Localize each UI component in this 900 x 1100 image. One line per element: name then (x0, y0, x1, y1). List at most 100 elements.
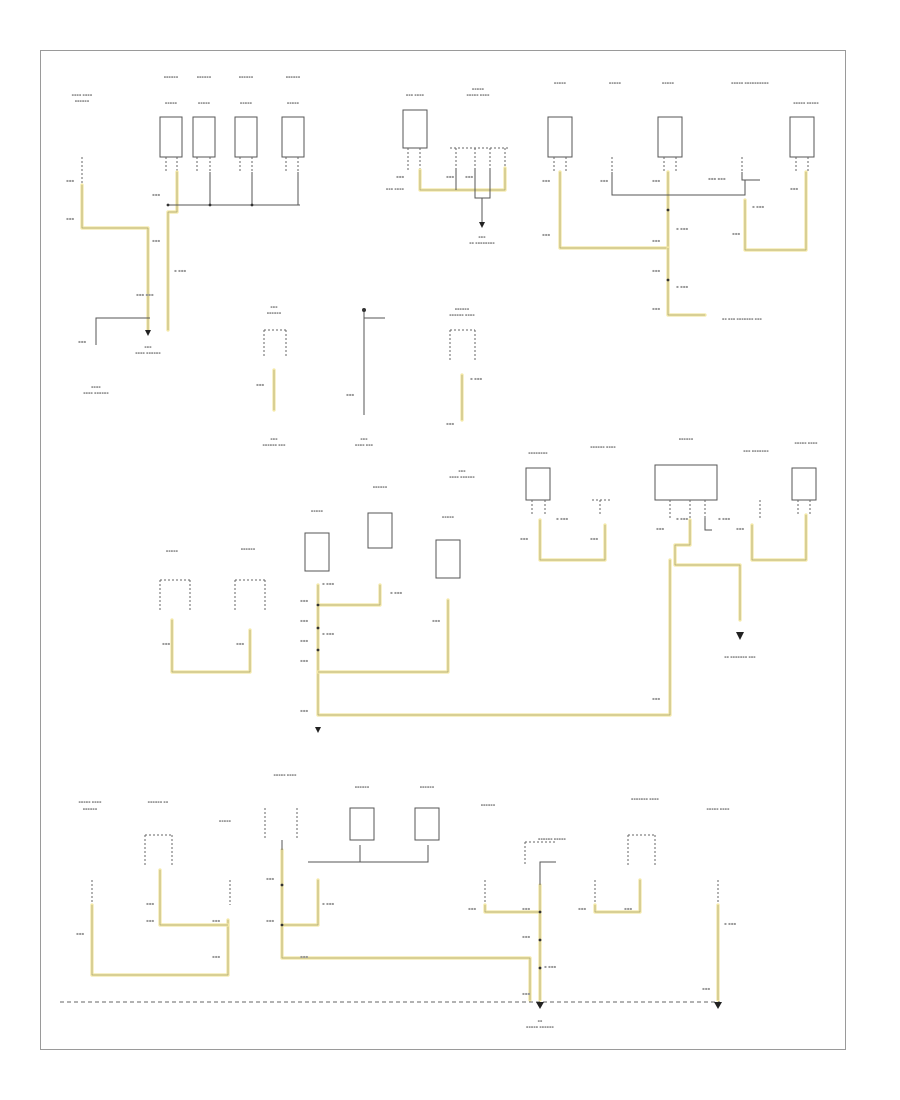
svg-text:▪▪ ▪▪▪▪▪▪▪ ▪▪▪: ▪▪ ▪▪▪▪▪▪▪ ▪▪▪ (724, 655, 756, 659)
svg-text:▪▪▪: ▪▪▪ (146, 918, 154, 923)
svg-text:▪▪▪: ▪▪▪ (360, 437, 368, 441)
svg-text:▪▪▪▪▪ ▪▪▪▪▪: ▪▪▪▪▪ ▪▪▪▪▪ (793, 101, 819, 105)
svg-text:▪▪▪ ▪▪▪: ▪▪▪ ▪▪▪ (136, 292, 154, 297)
svg-text:▪▪▪▪▪▪: ▪▪▪▪▪▪ (455, 307, 470, 311)
svg-text:▪▪▪: ▪▪▪ (266, 918, 274, 923)
svg-text:▪ ▪▪▪: ▪ ▪▪▪ (676, 516, 688, 521)
svg-text:▪▪▪: ▪▪▪ (396, 174, 404, 179)
svg-text:▪▪▪: ▪▪▪ (346, 392, 354, 397)
svg-text:▪▪▪: ▪▪▪ (270, 437, 278, 441)
svg-text:▪▪ ▪▪▪▪▪▪▪▪: ▪▪ ▪▪▪▪▪▪▪▪ (469, 241, 495, 245)
svg-text:▪▪▪: ▪▪▪ (652, 696, 660, 701)
svg-text:▪▪▪▪▪: ▪▪▪▪▪ (198, 101, 211, 105)
svg-text:▪▪▪: ▪▪▪ (300, 598, 308, 603)
svg-text:▪▪▪▪▪▪ ▪▪▪▪▪: ▪▪▪▪▪▪ ▪▪▪▪▪ (538, 837, 566, 841)
svg-text:▪▪▪: ▪▪▪ (446, 421, 454, 426)
svg-text:▪▪▪: ▪▪▪ (270, 305, 278, 309)
svg-text:▪▪▪▪▪▪: ▪▪▪▪▪▪ (164, 75, 179, 79)
svg-text:▪ ▪▪▪: ▪ ▪▪▪ (322, 901, 334, 906)
svg-text:▪▪▪▪ ▪▪▪: ▪▪▪▪ ▪▪▪ (355, 443, 374, 447)
component-box (414, 807, 440, 841)
svg-text:▪▪▪: ▪▪▪ (432, 618, 440, 623)
svg-text:▪▪▪: ▪▪▪ (76, 931, 84, 936)
svg-text:▪▪▪: ▪▪▪ (236, 641, 244, 646)
svg-text:▪▪▪▪▪▪: ▪▪▪▪▪▪ (286, 75, 301, 79)
top-left-group: ▪▪▪▪ ▪▪▪▪▪▪▪▪▪▪ ▪▪▪▪▪▪▪▪▪▪▪▪ ▪▪▪▪▪▪▪▪▪▪▪… (66, 75, 305, 395)
middle-top-group: ▪▪▪▪▪▪▪▪▪ ▪▪▪▪▪▪▪▪▪ ▪▪▪ ▪▪▪▪▪▪▪ ▪▪▪ ▪▪▪▪… (256, 305, 482, 479)
svg-text:▪▪▪: ▪▪▪ (146, 901, 154, 906)
svg-text:▪ ▪▪▪: ▪ ▪▪▪ (322, 581, 334, 586)
svg-text:▪▪▪▪ ▪▪▪▪▪▪: ▪▪▪▪ ▪▪▪▪▪▪ (83, 391, 109, 395)
component-box (657, 116, 683, 158)
svg-text:▪▪▪: ▪▪▪ (458, 469, 466, 473)
component-box (281, 116, 305, 158)
svg-text:▪ ▪▪▪: ▪ ▪▪▪ (724, 921, 736, 926)
svg-text:▪▪▪: ▪▪▪ (702, 986, 710, 991)
svg-text:▪▪▪: ▪▪▪ (542, 232, 550, 237)
svg-text:▪▪▪: ▪▪▪ (300, 954, 308, 959)
svg-text:▪ ▪▪▪: ▪ ▪▪▪ (390, 590, 402, 595)
svg-text:▪▪▪: ▪▪▪ (66, 216, 74, 221)
svg-text:▪▪▪▪▪: ▪▪▪▪▪ (165, 101, 178, 105)
svg-text:▪▪▪▪▪: ▪▪▪▪▪ (166, 549, 179, 553)
svg-text:▪▪▪▪▪ ▪▪▪▪: ▪▪▪▪▪ ▪▪▪▪ (78, 800, 102, 804)
component-box (435, 539, 461, 579)
svg-text:▪▪▪ ▪▪▪▪: ▪▪▪ ▪▪▪▪ (386, 187, 405, 191)
svg-text:▪▪▪: ▪▪▪ (790, 186, 798, 191)
svg-text:▪▪▪▪▪▪▪ ▪▪▪▪: ▪▪▪▪▪▪▪ ▪▪▪▪ (631, 797, 659, 801)
svg-text:▪▪▪▪▪: ▪▪▪▪▪ (219, 819, 232, 823)
svg-text:▪▪▪: ▪▪▪ (162, 641, 170, 646)
svg-text:▪▪▪: ▪▪▪ (300, 658, 308, 663)
component-box (402, 109, 428, 149)
svg-text:▪▪▪: ▪▪▪ (300, 638, 308, 643)
svg-text:▪▪▪▪▪▪: ▪▪▪▪▪▪ (267, 311, 282, 315)
svg-text:▪▪▪: ▪▪▪ (520, 536, 528, 541)
component-box (791, 467, 817, 501)
svg-text:▪▪▪ ▪▪▪▪: ▪▪▪ ▪▪▪▪ (406, 93, 425, 97)
svg-text:▪▪▪▪▪▪ ▪▪▪: ▪▪▪▪▪▪ ▪▪▪ (262, 443, 286, 447)
svg-text:▪▪▪: ▪▪▪ (300, 618, 308, 623)
svg-text:▪▪▪: ▪▪▪ (736, 526, 744, 531)
component-box (304, 532, 330, 572)
svg-text:▪▪▪▪▪▪: ▪▪▪▪▪▪ (481, 803, 496, 807)
svg-text:▪▪▪: ▪▪▪ (212, 954, 220, 959)
svg-text:▪▪▪: ▪▪▪ (522, 991, 530, 996)
svg-text:▪▪▪▪ ▪▪▪▪▪▪: ▪▪▪▪ ▪▪▪▪▪▪ (449, 475, 475, 479)
svg-text:▪▪▪: ▪▪▪ (600, 178, 608, 183)
svg-text:▪▪▪: ▪▪▪ (652, 178, 660, 183)
svg-text:▪▪▪: ▪▪▪ (78, 339, 86, 344)
svg-text:▪▪▪: ▪▪▪ (212, 918, 220, 923)
svg-text:▪ ▪▪▪: ▪ ▪▪▪ (470, 376, 482, 381)
svg-text:▪▪▪: ▪▪▪ (732, 231, 740, 236)
svg-text:▪ ▪▪▪: ▪ ▪▪▪ (718, 516, 730, 521)
svg-text:▪▪▪▪▪: ▪▪▪▪▪ (311, 509, 324, 513)
svg-text:▪▪▪ ▪▪▪: ▪▪▪ ▪▪▪ (708, 176, 726, 181)
svg-text:▪▪▪: ▪▪▪ (266, 876, 274, 881)
component-box (159, 116, 183, 158)
svg-text:▪▪▪▪▪▪: ▪▪▪▪▪▪ (197, 75, 212, 79)
svg-text:▪ ▪▪▪: ▪ ▪▪▪ (676, 226, 688, 231)
svg-text:▪▪▪▪▪▪ ▪▪▪▪: ▪▪▪▪▪▪ ▪▪▪▪ (590, 445, 616, 449)
svg-text:▪▪▪: ▪▪▪ (144, 345, 152, 349)
svg-text:▪▪▪: ▪▪▪ (578, 906, 586, 911)
svg-text:▪▪▪▪▪ ▪▪▪▪▪▪: ▪▪▪▪▪ ▪▪▪▪▪▪ (526, 1025, 554, 1029)
svg-text:▪▪▪▪▪▪: ▪▪▪▪▪▪ (355, 785, 370, 789)
svg-text:▪▪▪ ▪▪▪▪▪▪▪: ▪▪▪ ▪▪▪▪▪▪▪ (743, 449, 769, 453)
component-box (525, 467, 551, 501)
svg-text:▪▪▪▪▪: ▪▪▪▪▪ (554, 81, 567, 85)
svg-text:▪▪▪▪: ▪▪▪▪ (91, 385, 101, 389)
svg-text:▪▪▪▪▪ ▪▪▪▪: ▪▪▪▪▪ ▪▪▪▪ (466, 93, 490, 97)
svg-text:▪ ▪▪▪: ▪ ▪▪▪ (676, 284, 688, 289)
svg-text:▪▪▪▪▪: ▪▪▪▪▪ (609, 81, 622, 85)
svg-text:▪ ▪▪▪: ▪ ▪▪▪ (174, 268, 186, 273)
svg-text:▪▪▪: ▪▪▪ (446, 174, 454, 179)
middle-right-group: ▪▪▪▪▪▪▪▪▪▪▪▪▪▪ ▪▪▪▪ ▪▪▪▪▪▪▪▪▪ ▪▪▪▪▪▪▪ ▪▪… (520, 437, 818, 659)
svg-text:▪▪: ▪▪ (538, 1019, 543, 1023)
svg-text:▪▪▪: ▪▪▪ (624, 906, 632, 911)
svg-text:▪▪▪: ▪▪▪ (66, 178, 74, 183)
svg-text:▪ ▪▪▪: ▪ ▪▪▪ (752, 204, 764, 209)
svg-text:▪▪▪: ▪▪▪ (468, 906, 476, 911)
svg-text:▪▪▪: ▪▪▪ (522, 906, 530, 911)
svg-text:▪ ▪▪▪: ▪ ▪▪▪ (556, 516, 568, 521)
